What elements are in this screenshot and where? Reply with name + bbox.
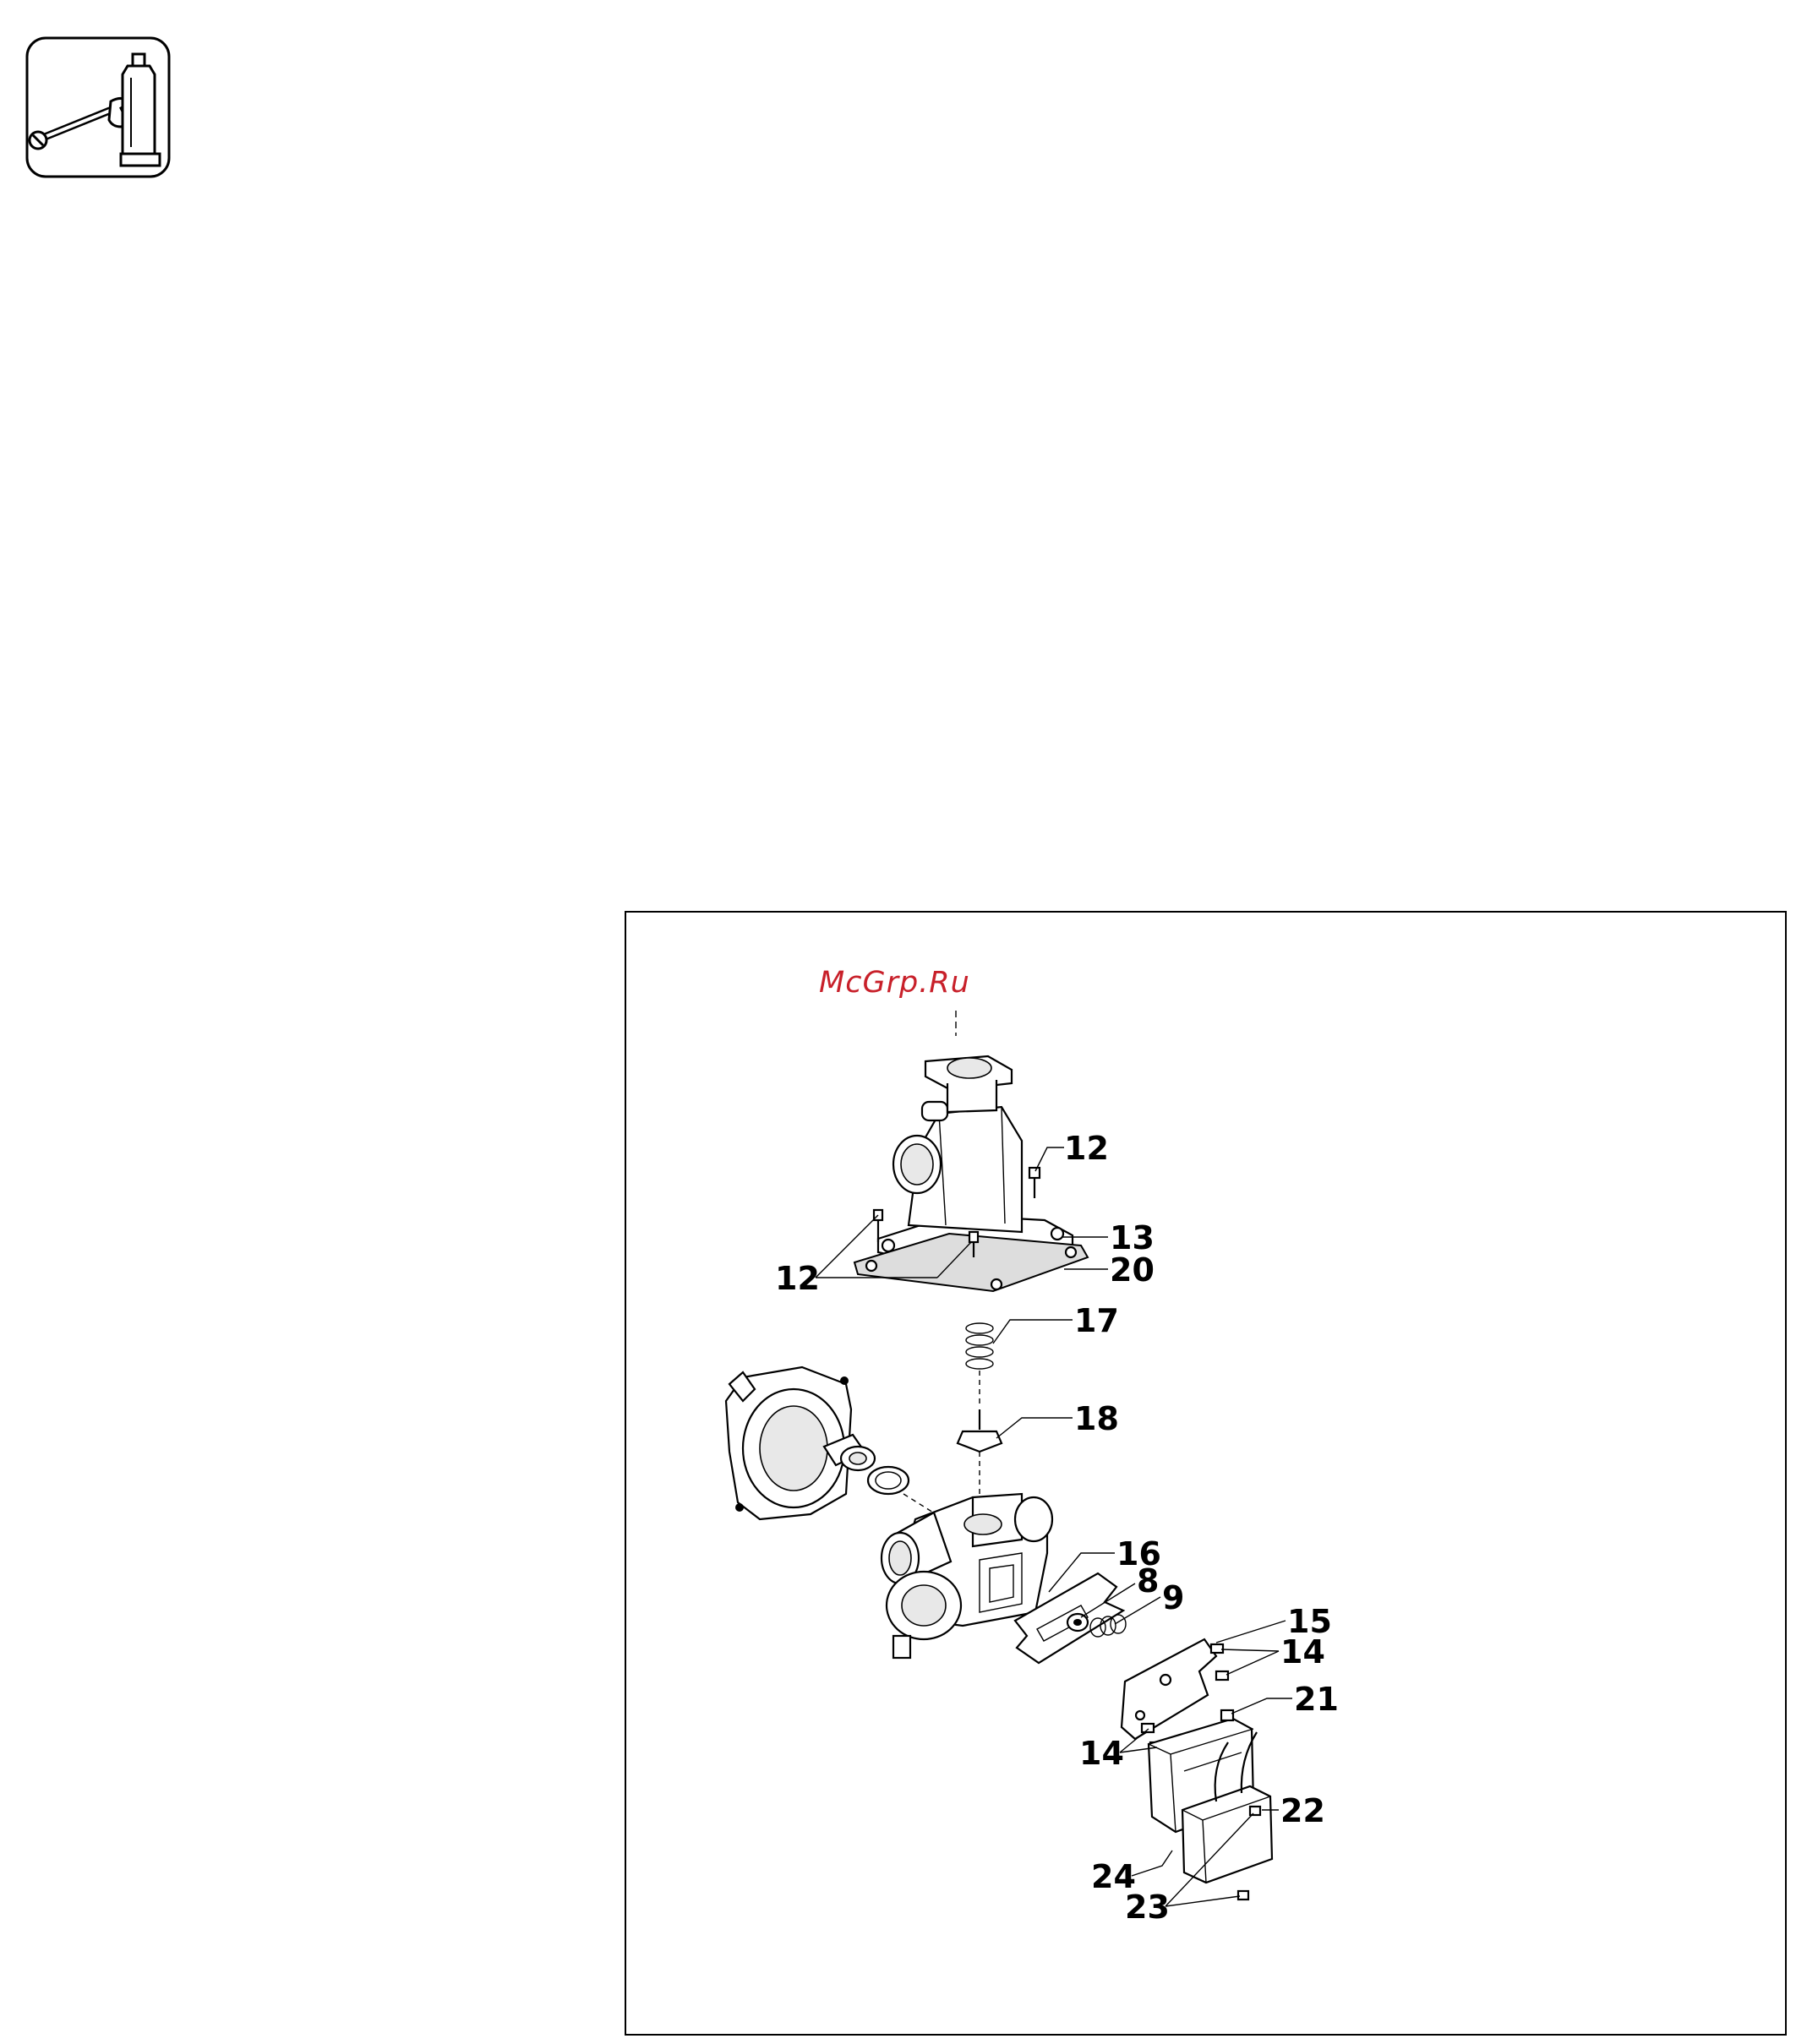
callout-18: 18 [1074, 1400, 1119, 1437]
callout-12-lower: 12 [775, 1260, 820, 1297]
callout-9: 9 [1162, 1579, 1184, 1616]
watermark-text: McGrp.Ru [819, 966, 970, 1000]
callout-8: 8 [1137, 1562, 1159, 1600]
callout-12-upper: 12 [1064, 1130, 1109, 1167]
screw-part-21 [1221, 1710, 1233, 1720]
callout-22: 22 [1280, 1792, 1325, 1829]
callout-14-upper: 14 [1280, 1633, 1325, 1671]
callout-17: 17 [1074, 1302, 1119, 1339]
exploded-parts-diagram: McGrp.Ru [625, 911, 1787, 2036]
callout-20: 20 [1110, 1251, 1155, 1289]
wrench-and-grease-tube-icon [25, 35, 172, 179]
plunger-part-8 [1067, 1614, 1088, 1631]
spring-part-17 [966, 1323, 993, 1408]
callout-21: 21 [1294, 1681, 1339, 1718]
grease-tube-icon [121, 54, 160, 166]
screw-part-12-right [1029, 1168, 1040, 1198]
bracket-plate-part-15 [1122, 1639, 1216, 1739]
callout-14-lower: 14 [1079, 1735, 1124, 1772]
diaphragm-housing [726, 1367, 971, 1536]
callout-23: 23 [1125, 1889, 1170, 1926]
